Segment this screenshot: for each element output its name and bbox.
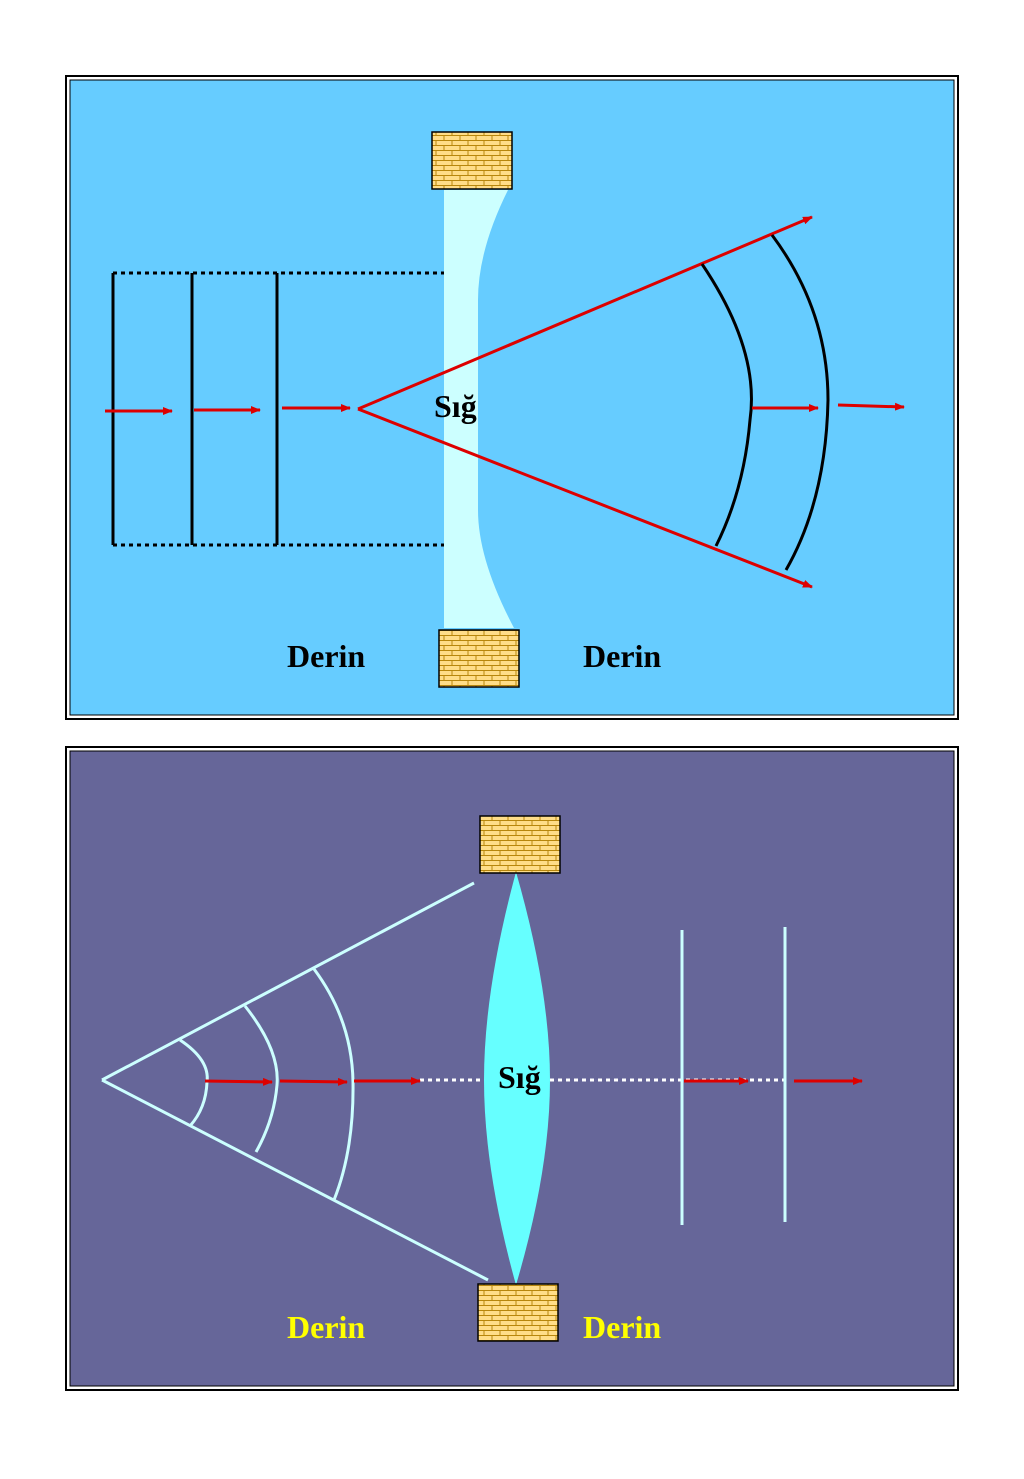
bottom-diagram (65, 746, 959, 1391)
bottom-incoming-arrow-1 (204, 1077, 273, 1086)
bottom-ray-upper (101, 881, 475, 1082)
bottom-brick-wall-upper (479, 815, 561, 874)
bottom-deep-label-right: Derin (583, 1309, 662, 1345)
bottom-brick-wall-lower (477, 1283, 559, 1342)
top-shallow-region (444, 190, 514, 628)
top-diagram (65, 75, 959, 720)
top-shallow-label: Sığ (434, 388, 477, 424)
bottom-curved-wavefront-3 (312, 968, 355, 1201)
bottom-deep-label-left: Derin (287, 1309, 366, 1345)
top-brick-wall-lower (438, 629, 520, 688)
top-diverging-ray-upper (357, 215, 813, 411)
bottom-shallow-region (484, 872, 550, 1285)
top-deep-label-right: Derin (583, 638, 662, 674)
bottom-incoming-arrow-2 (279, 1077, 348, 1086)
bottom-curved-wavefront-2 (243, 1005, 279, 1153)
bottom-shallow-label: Sığ (498, 1059, 541, 1095)
bottom-ray-lower (101, 1078, 489, 1282)
top-brick-wall-upper (431, 131, 513, 190)
top-deep-label-left: Derin (287, 638, 366, 674)
top-curved-wavefront-1 (700, 263, 753, 547)
top-outgoing-arrow-2 (837, 402, 905, 411)
top-diverging-ray-lower (357, 407, 813, 589)
top-curved-wavefront-2 (770, 234, 830, 571)
